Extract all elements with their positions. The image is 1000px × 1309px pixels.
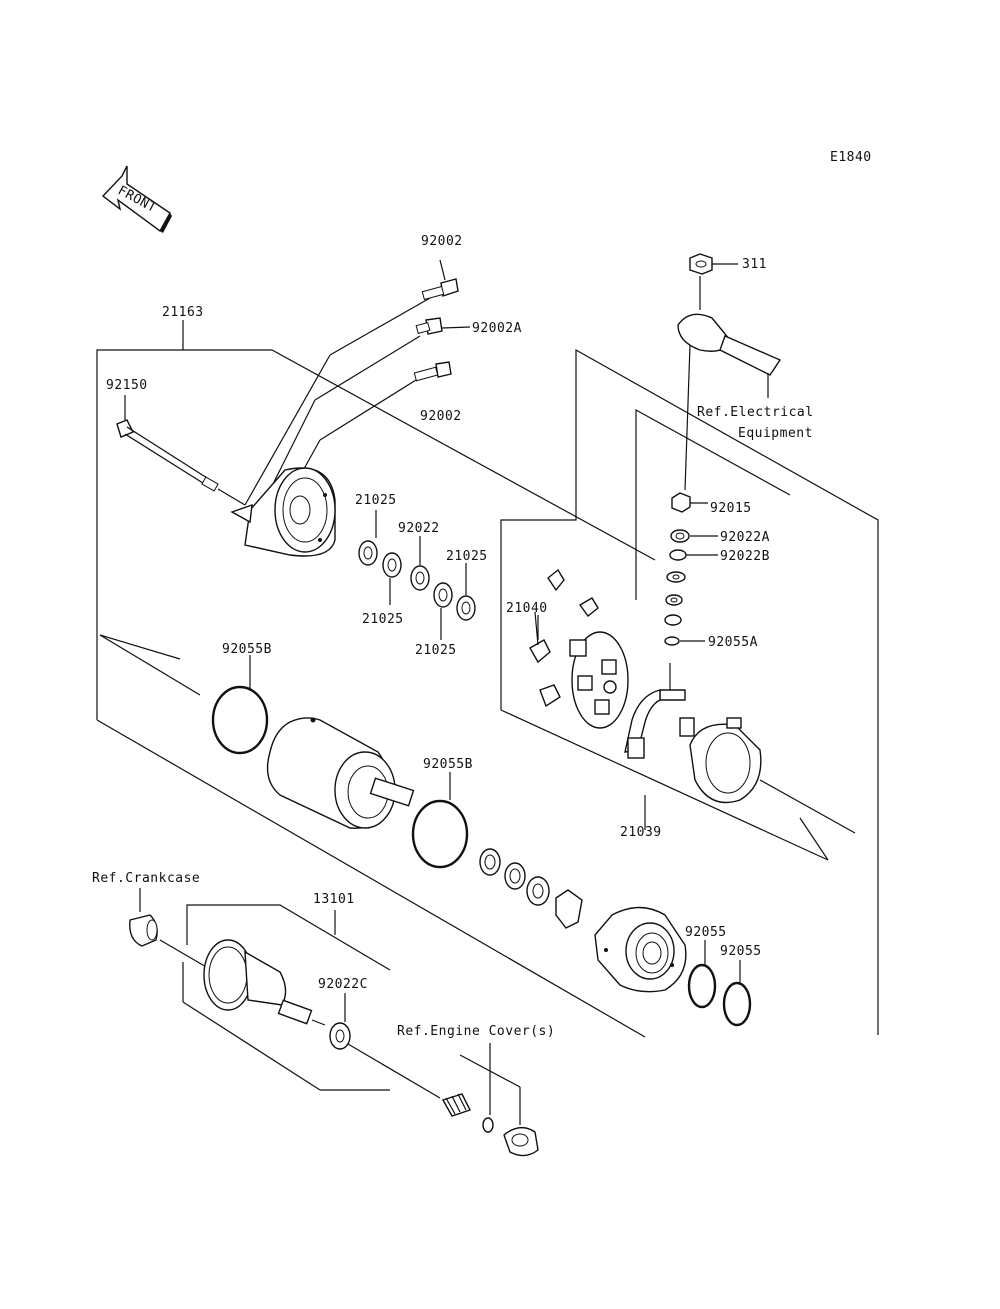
spring	[441, 1093, 471, 1117]
label-92002A: 92002A	[472, 321, 522, 336]
terminal-hardware-stack	[664, 492, 718, 646]
label-92002-top: 92002	[421, 234, 463, 249]
label-ref-engine-cover: Ref.Engine Cover(s)	[397, 1024, 555, 1039]
label-92055A: 92055A	[708, 635, 758, 650]
front-cover	[594, 906, 687, 993]
label-311: 311	[742, 257, 767, 272]
diagram-code: E1840	[830, 150, 872, 165]
o-rings-92055	[687, 940, 752, 1027]
label-21025-a: 21025	[355, 493, 397, 508]
bolt-92150	[116, 395, 246, 506]
bushing-crankcase	[129, 888, 221, 976]
label-21025-c: 21025	[362, 612, 404, 627]
brush-springs-21040	[529, 568, 599, 708]
rear-housing	[689, 717, 762, 804]
brush-plate-terminal	[624, 663, 695, 759]
label-ref-crankcase: Ref.Crankcase	[92, 871, 200, 886]
label-ref-electrical-2: Equipment	[738, 426, 813, 441]
leader-lines	[534, 611, 646, 830]
label-92022B: 92022B	[720, 549, 770, 564]
label-92055B-upper: 92055B	[222, 642, 272, 657]
label-92150: 92150	[106, 378, 148, 393]
starter-clutch-gear-13101	[203, 939, 326, 1026]
label-21025-b: 21025	[446, 549, 488, 564]
o-ring-92055B-upper	[211, 655, 269, 755]
washer-92022C	[329, 993, 441, 1099]
bolt-92002A	[254, 317, 471, 521]
label-92055-b: 92055	[720, 944, 762, 959]
label-92015: 92015	[710, 501, 752, 516]
front-arrow-icon: FRONT	[101, 165, 172, 233]
brush-holder-plate	[569, 631, 629, 729]
end-housing-21163	[230, 467, 336, 557]
washer-set-lower	[479, 848, 583, 929]
label-13101: 13101	[313, 892, 355, 907]
label-92002-mid: 92002	[420, 409, 462, 424]
label-92022C: 92022C	[318, 977, 368, 992]
label-21025-d: 21025	[415, 643, 457, 658]
group-frame-21163	[96, 320, 656, 1038]
label-92055B-lower: 92055B	[423, 757, 473, 772]
bolt-92002-top	[244, 259, 459, 506]
label-92022: 92022	[398, 521, 440, 536]
terminal-connector	[677, 253, 782, 491]
label-92022A: 92022A	[720, 530, 770, 545]
yoke-assembly	[266, 717, 415, 829]
engine-cover-parts	[459, 1043, 539, 1157]
label-21039: 21039	[620, 825, 662, 840]
label-92055-a: 92055	[685, 925, 727, 940]
label-21040: 21040	[506, 601, 548, 616]
washer-stack-21025	[358, 510, 476, 640]
group-frame-13101	[182, 904, 391, 1091]
label-ref-electrical-1: Ref.Electrical	[697, 405, 814, 420]
group-frame-21039	[500, 348, 879, 1035]
label-21163: 21163	[162, 305, 204, 320]
o-ring-92055B-lower	[411, 772, 469, 869]
